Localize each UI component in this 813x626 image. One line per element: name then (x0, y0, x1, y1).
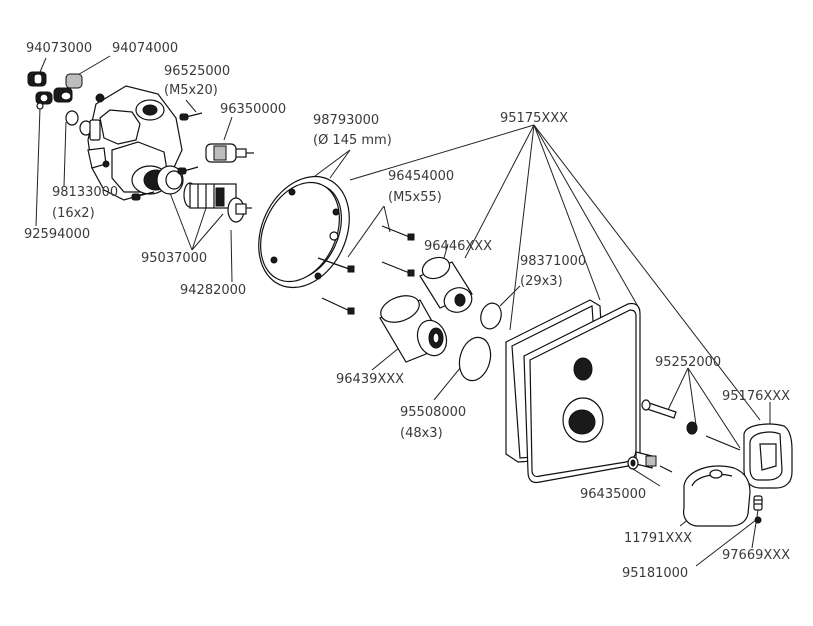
o-ring-98371000 (480, 302, 502, 330)
screw-96525000 (131, 112, 203, 201)
extension-96439xxx (379, 295, 448, 363)
o-ring-95508000 (458, 336, 492, 382)
label-11791xxx: 11791XXX (624, 531, 692, 546)
extension-96446xxx (419, 256, 473, 313)
label-94073000: 94073000 (26, 41, 92, 56)
label-92594000: 92594000 (24, 227, 90, 242)
label-95181000: 95181000 (622, 566, 688, 581)
label-98793000: 98793000 (313, 113, 379, 128)
label-95037000: 95037000 (141, 251, 207, 266)
part-number-labels: 94073000 94074000 96525000 (M5x20) 96350… (24, 41, 790, 581)
label-96525000: 96525000 (164, 64, 230, 79)
label-94282000: 94282000 (180, 283, 246, 298)
valve-body (87, 85, 184, 201)
cap-94074000 (53, 73, 83, 103)
label-96446xxx: 96446XXX (424, 239, 492, 254)
label-95252000: 95252000 (655, 355, 721, 370)
label-95508000-spec: (48x3) (400, 426, 443, 441)
o-ring-98133000 (36, 102, 93, 136)
label-98371000-spec: (29x3) (520, 274, 563, 289)
grub-screw-97669xxx (753, 495, 763, 524)
handle-95176xxx (743, 423, 793, 489)
cartridge-96350000 (205, 143, 254, 163)
mounting-ring-98793000 (258, 175, 350, 289)
faceplate-95175xxx (505, 299, 641, 484)
thermostat-cartridge-95037000 (183, 182, 252, 223)
label-95175xxx: 95175XXX (500, 111, 568, 126)
label-98133000: 98133000 (52, 185, 118, 200)
label-94074000: 94074000 (112, 41, 178, 56)
label-98793000-spec: (Ø 145 mm) (313, 133, 392, 148)
label-95176xxx: 95176XXX (722, 389, 790, 404)
handle-11791xxx (683, 465, 751, 527)
label-96454000: 96454000 (388, 169, 454, 184)
label-96439xxx: 96439XXX (336, 372, 404, 387)
label-97669xxx: 97669XXX (722, 548, 790, 563)
label-96435000: 96435000 (580, 487, 646, 502)
label-98133000-spec: (16x2) (52, 206, 95, 221)
cap-94073000 (27, 71, 53, 105)
screws-96454000 (317, 225, 415, 315)
label-98371000: 98371000 (520, 254, 586, 269)
label-96525000-spec: (M5x20) (164, 83, 218, 98)
label-96454000-spec: (M5x55) (388, 190, 442, 205)
valve-body-group (27, 71, 254, 223)
parts-95252000 (641, 399, 741, 451)
label-95508000: 95508000 (400, 405, 466, 420)
label-96350000: 96350000 (220, 102, 286, 117)
parts-96435000 (627, 451, 673, 473)
